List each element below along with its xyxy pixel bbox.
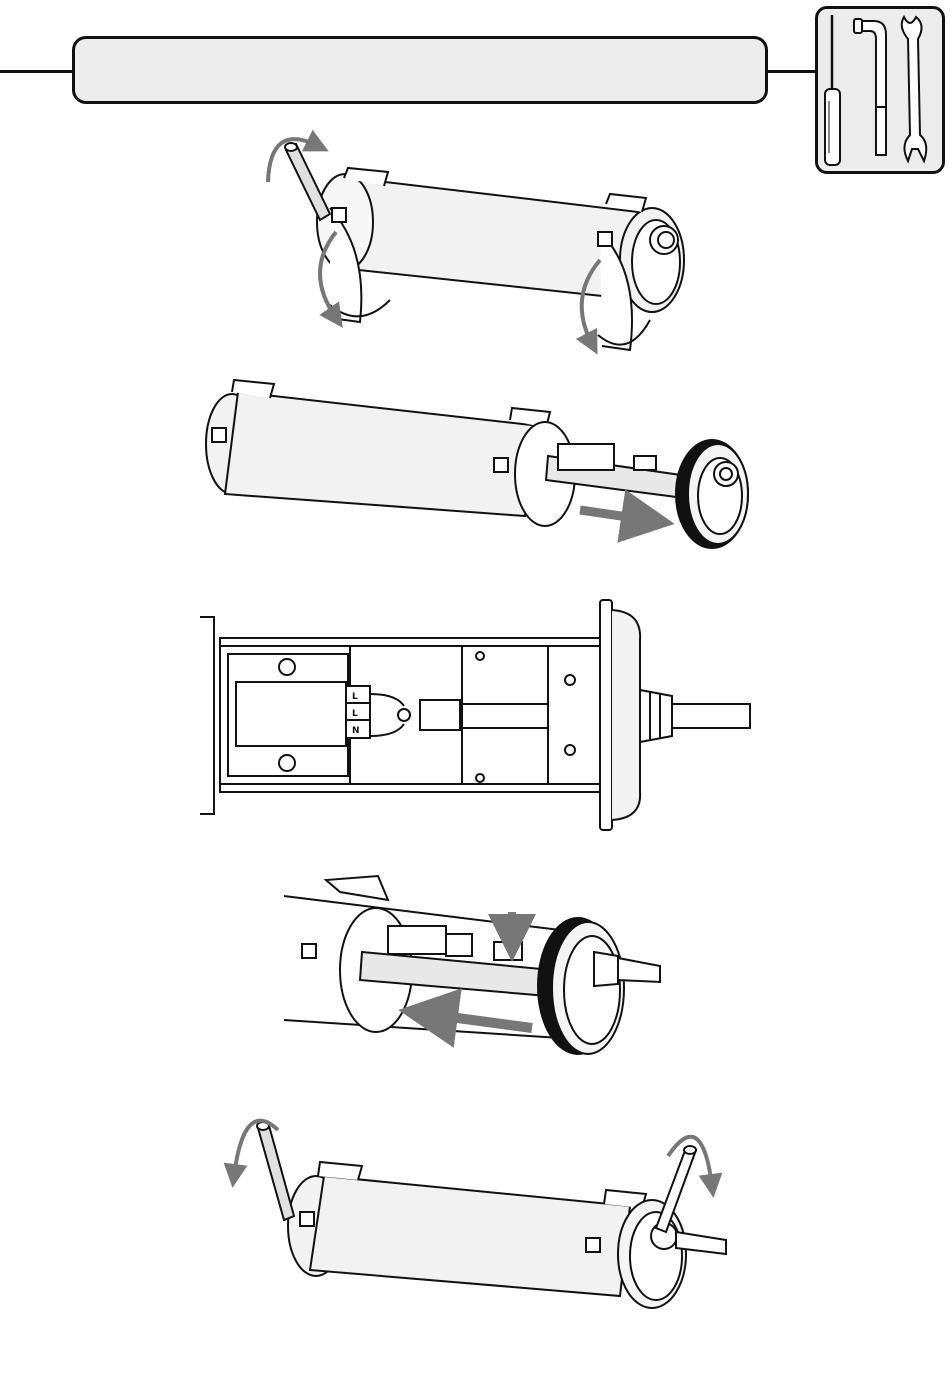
step-2-illustration xyxy=(206,380,748,548)
end-cap xyxy=(600,600,612,830)
step-1-illustration xyxy=(285,143,684,350)
latch xyxy=(494,942,522,960)
tube-body xyxy=(310,1176,630,1296)
power-cable xyxy=(618,958,660,982)
terminal-block: L L N xyxy=(346,686,370,738)
slide-arrow-icon xyxy=(580,510,648,520)
terminal-pin-label: L xyxy=(352,692,358,702)
hex-key-icon xyxy=(257,1122,294,1220)
driver-box xyxy=(388,926,446,954)
cable-gland xyxy=(594,952,618,986)
hex-key-icon xyxy=(285,143,330,220)
terminal-pin-label: N xyxy=(352,726,360,736)
slide-arrow-icon xyxy=(428,1014,532,1028)
driver-box xyxy=(558,444,614,470)
terminal-pin-label: L xyxy=(352,709,358,719)
step-4-illustration xyxy=(284,876,660,1054)
tube-body xyxy=(225,392,540,516)
step-5-illustration xyxy=(257,1122,726,1308)
step-3-illustration: L L N xyxy=(200,600,750,830)
cable-gland xyxy=(640,690,672,742)
rotate-arrow-icon xyxy=(234,1121,712,1186)
